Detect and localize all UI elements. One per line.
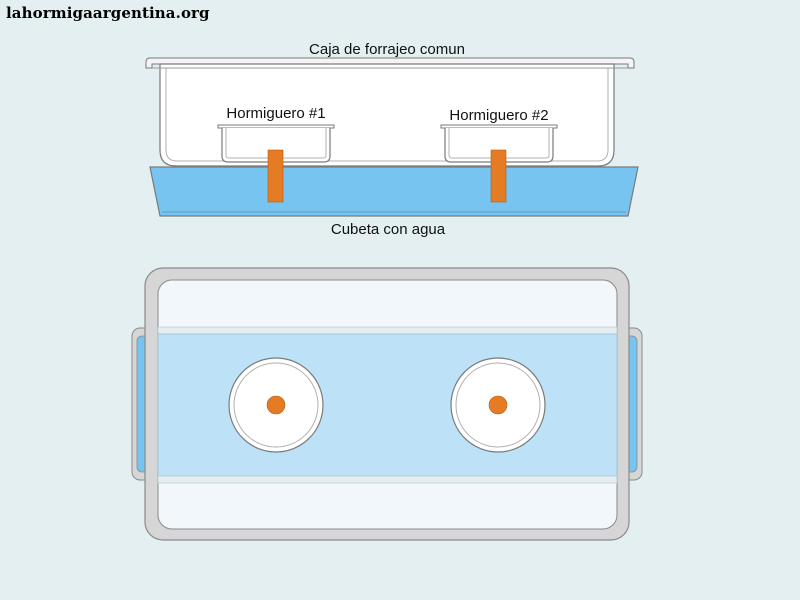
bridge-1-top (266, 395, 286, 415)
top-view (131, 267, 643, 541)
water-tray-side (149, 166, 639, 217)
bridge-2-side (490, 149, 507, 203)
nest-1-top (228, 357, 324, 453)
water-band-top (157, 333, 618, 477)
foraging-box-label: Caja de forrajeo comun (309, 41, 465, 58)
nest-2-label: Hormiguero #2 (449, 107, 548, 124)
bridge-2-top (488, 395, 508, 415)
bridge-1-side (267, 149, 284, 203)
water-tray-label: Cubeta con agua (331, 221, 446, 238)
foraging-box-side (145, 57, 635, 167)
nest-2-top (450, 357, 546, 453)
nest-1-label: Hormiguero #1 (226, 105, 325, 122)
site-watermark: lahormigaargentina.org (6, 4, 210, 22)
side-view: Caja de forrajeo comun Hormiguero #1 Ho (145, 41, 639, 238)
